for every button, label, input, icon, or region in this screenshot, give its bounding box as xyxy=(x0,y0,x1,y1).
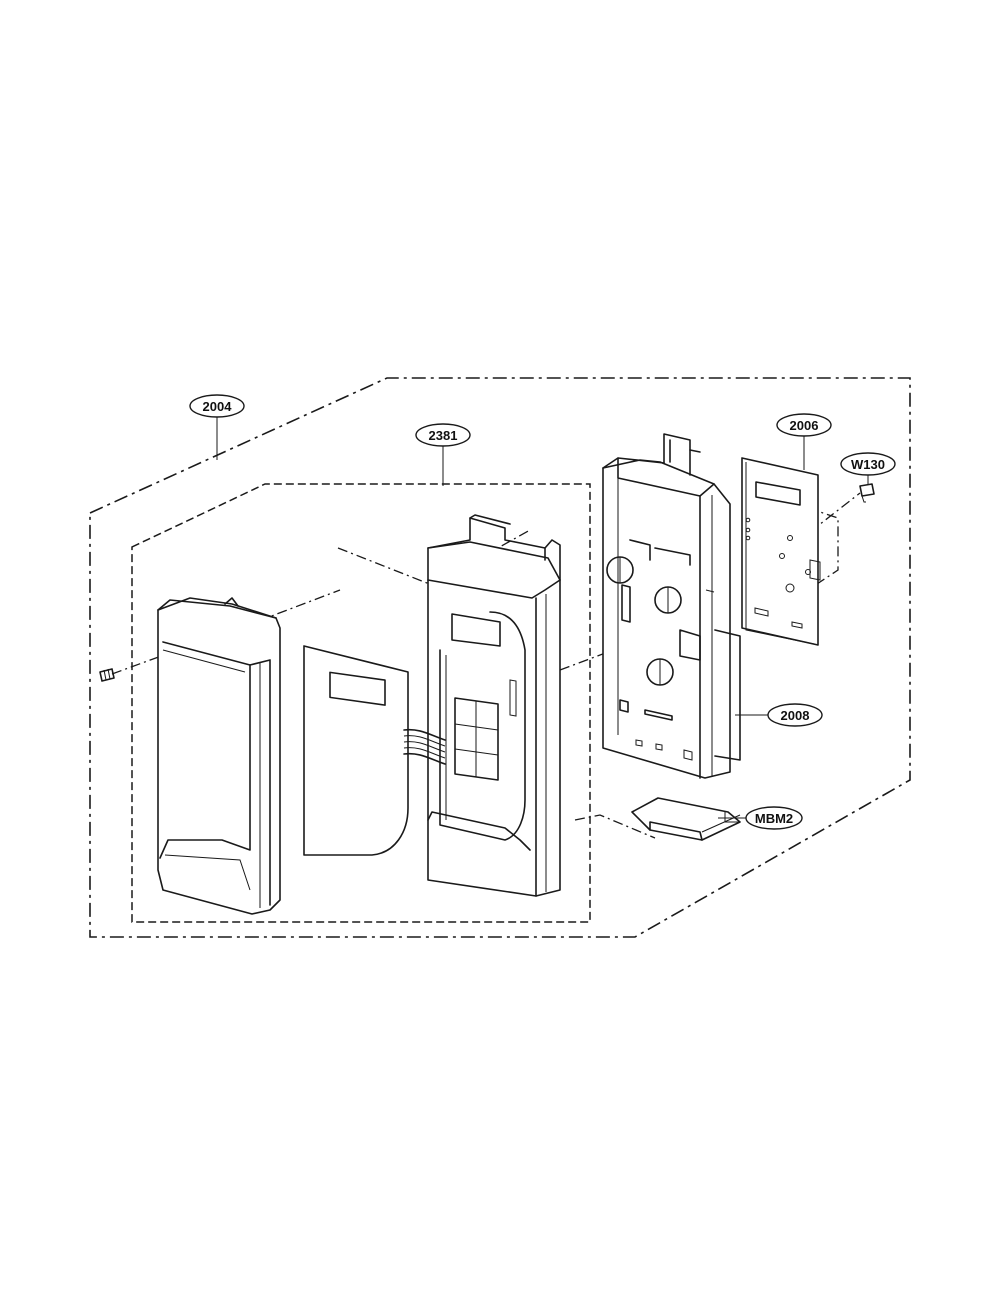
pcb-board-part xyxy=(741,457,821,646)
callout-mbm2-label: MBM2 xyxy=(755,811,793,826)
callout-2008-label: 2008 xyxy=(781,708,810,723)
assembly-boundary-inner xyxy=(131,483,591,923)
callout-w130-label: W130 xyxy=(851,457,885,472)
door-frame-part xyxy=(157,597,281,915)
assembly-boundary-outer xyxy=(89,377,911,938)
bracket-chassis-part xyxy=(602,433,741,779)
housing-keypad xyxy=(454,697,499,781)
callout-leaders xyxy=(216,417,869,819)
callout-w130: W130 xyxy=(840,452,896,476)
callout-2006: 2006 xyxy=(776,413,832,437)
membrane-display-window xyxy=(329,671,386,706)
callout-2004-label: 2004 xyxy=(203,399,233,414)
membrane-sheet xyxy=(303,645,409,856)
housing-display-window xyxy=(451,613,501,647)
callout-2004: 2004 xyxy=(189,394,245,418)
callout-mbm2: MBM2 xyxy=(745,806,803,830)
callout-2008: 2008 xyxy=(767,703,823,727)
control-panel-housing xyxy=(427,514,561,897)
screw-left xyxy=(99,668,115,682)
pcb-display-module xyxy=(755,481,801,506)
screw-w130 xyxy=(859,483,875,503)
callout-2381-label: 2381 xyxy=(429,428,458,443)
small-cover-part xyxy=(631,797,741,841)
callout-2381: 2381 xyxy=(415,423,471,447)
callout-2006-label: 2006 xyxy=(790,418,819,433)
ribbon-cable xyxy=(403,728,446,765)
